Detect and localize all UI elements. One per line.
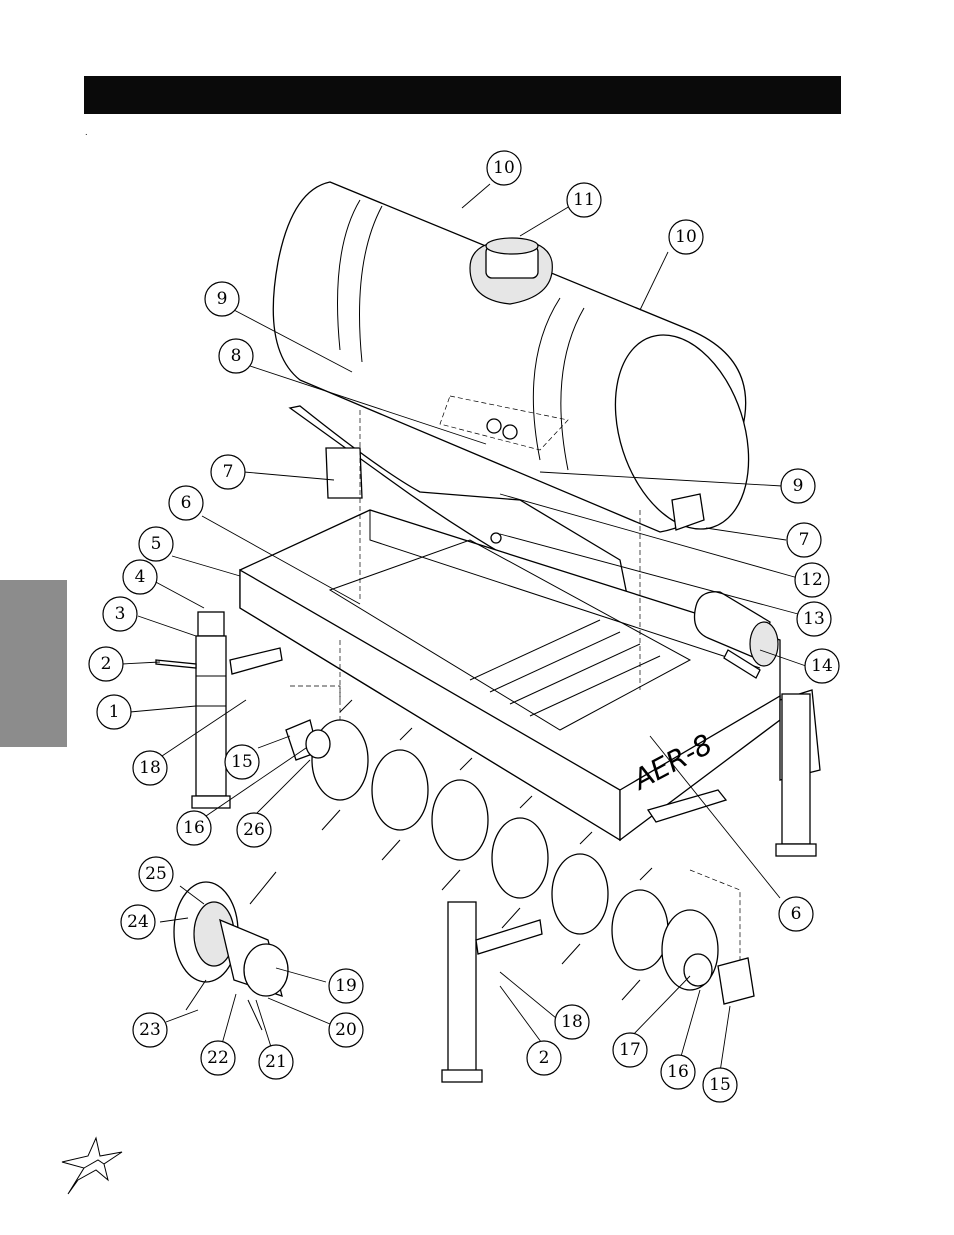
callout-13: 13 — [796, 601, 832, 637]
svg-text:16: 16 — [667, 1062, 689, 1082]
svg-text:20: 20 — [335, 1020, 357, 1040]
callout-10: 10 — [668, 219, 704, 255]
svg-text:11: 11 — [573, 190, 595, 210]
main-frame: AER-8 — [239, 509, 821, 842]
svg-text:22: 22 — [207, 1048, 229, 1068]
tine-detail — [173, 871, 289, 1031]
svg-text:9: 9 — [793, 476, 804, 496]
tine-row — [285, 699, 755, 1005]
svg-text:17: 17 — [619, 1040, 641, 1060]
callout-20: 20 — [328, 1012, 364, 1048]
callout-6: 6 — [778, 896, 814, 932]
svg-text:24: 24 — [127, 912, 149, 932]
callout-1: 1 — [96, 694, 132, 730]
corner-mark: . — [85, 128, 88, 137]
callout-6: 6 — [168, 485, 204, 521]
svg-text:7: 7 — [223, 462, 234, 482]
callout-3: 3 — [102, 596, 138, 632]
svg-text:15: 15 — [709, 1075, 731, 1095]
callout-10: 10 — [486, 150, 522, 186]
svg-text:9: 9 — [217, 289, 228, 309]
star-logo-icon — [61, 1136, 123, 1195]
svg-text:25: 25 — [145, 864, 167, 884]
svg-text:16: 16 — [183, 818, 205, 838]
callout-23: 23 — [132, 1012, 168, 1048]
leader-lines — [121, 183, 807, 1073]
svg-text:13: 13 — [803, 609, 825, 629]
callout-11: 11 — [566, 182, 602, 218]
svg-text:26: 26 — [243, 820, 265, 840]
callout-7: 7 — [210, 454, 246, 490]
left-jack-stand — [155, 611, 283, 809]
motor — [693, 591, 779, 679]
svg-text:6: 6 — [181, 493, 192, 513]
callout-21: 21 — [258, 1044, 294, 1080]
svg-text:1: 1 — [109, 702, 120, 722]
callout-25: 25 — [138, 856, 174, 892]
callout-24: 24 — [120, 904, 156, 940]
callout-9: 9 — [204, 281, 240, 317]
callout-15: 15 — [702, 1067, 738, 1103]
callout-2: 2 — [526, 1040, 562, 1076]
svg-text:19: 19 — [335, 976, 357, 996]
assembly-lines — [290, 410, 741, 960]
svg-text:4: 4 — [135, 567, 146, 587]
svg-text:21: 21 — [265, 1052, 287, 1072]
callout-18: 18 — [132, 750, 168, 786]
svg-text:12: 12 — [801, 570, 823, 590]
callout-12: 12 — [794, 562, 830, 598]
callout-18: 18 — [554, 1004, 590, 1040]
callout-8: 8 — [218, 338, 254, 374]
svg-text:10: 10 — [493, 158, 515, 178]
callout-17: 17 — [612, 1032, 648, 1068]
svg-text:3: 3 — [115, 604, 126, 624]
callout-22: 22 — [200, 1040, 236, 1076]
callout-26: 26 — [236, 812, 272, 848]
svg-text:8: 8 — [231, 346, 242, 366]
svg-text:18: 18 — [561, 1012, 583, 1032]
svg-text:18: 18 — [139, 758, 161, 778]
svg-text:6: 6 — [791, 904, 802, 924]
header-bar — [84, 76, 841, 114]
callout-16: 16 — [660, 1054, 696, 1090]
svg-text:2: 2 — [539, 1048, 550, 1068]
callout-7: 7 — [786, 522, 822, 558]
svg-text:15: 15 — [231, 752, 253, 772]
right-jack-stand — [441, 693, 817, 1083]
side-tab — [0, 580, 67, 747]
callout-19: 19 — [328, 968, 364, 1004]
callout-5: 5 — [138, 526, 174, 562]
callout-4: 4 — [122, 559, 158, 595]
svg-text:7: 7 — [799, 530, 810, 550]
svg-text:14: 14 — [811, 656, 833, 676]
svg-text:5: 5 — [151, 534, 162, 554]
callout-9: 9 — [780, 468, 816, 504]
callout-16: 16 — [176, 810, 212, 846]
svg-text:23: 23 — [139, 1020, 161, 1040]
svg-text:2: 2 — [101, 654, 112, 674]
callout-2: 2 — [88, 646, 124, 682]
callout-14: 14 — [804, 648, 840, 684]
callout-15: 15 — [224, 744, 260, 780]
tank — [272, 181, 750, 533]
svg-text:10: 10 — [675, 227, 697, 247]
